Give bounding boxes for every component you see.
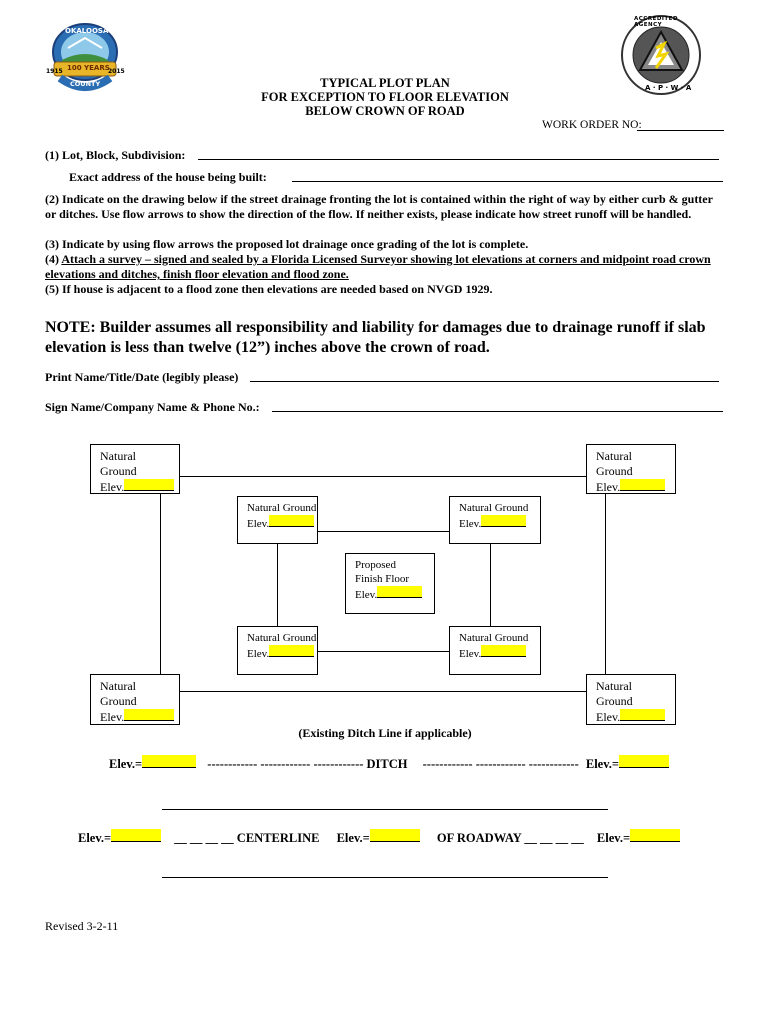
county-logo: OKALOOSA 100 YEARS 1915 2015 COUNTY (40, 18, 130, 98)
logo-year-right: 2015 (108, 68, 125, 75)
elev-field[interactable] (481, 515, 527, 527)
finish-floor-label-1: Proposed (355, 559, 396, 571)
instruction-5: (5) If house is adjacent to a flood zone… (45, 282, 493, 296)
lot-right-boundary (605, 494, 606, 674)
lot-block-field[interactable] (198, 159, 719, 160)
elev-label: Elev. (459, 518, 482, 530)
apwa-logo: ACCREDITED AGENCY A · P · W · A (620, 14, 702, 96)
elev-label: Elev. (355, 589, 378, 601)
logo-top-text: OKALOOSA (65, 27, 109, 35)
apwa-top-text: ACCREDITED AGENCY (634, 16, 679, 28)
ditch-dashes-left: ------------ ------------ ------------ D… (207, 757, 408, 771)
apwa-bottom-text: A · P · W · A (645, 84, 692, 92)
elev-label: Elev. (247, 648, 270, 660)
ditch-elev-right-label: Elev.= (585, 757, 620, 771)
elev-field[interactable] (124, 479, 175, 491)
ditch-elev-right-field[interactable] (619, 755, 670, 768)
address-field[interactable] (292, 181, 723, 182)
elev-label: Elev. (596, 710, 621, 724)
corner-label-2: Ground (596, 694, 633, 708)
roadway-text: OF ROADWAY __ __ __ __ (436, 831, 584, 845)
corner-box-top-right: Natural Ground Elev. (586, 444, 676, 494)
centerline-elev-2-label: Elev.= (336, 831, 370, 845)
elev-field[interactable] (620, 479, 666, 491)
work-order-label: WORK ORDER NO: (542, 119, 642, 131)
instruction-2: (2) Indicate on the drawing below if the… (45, 192, 713, 221)
ditch-dashes-right: ------------ ------------ ------------ (422, 757, 579, 771)
centerline-row: Elev.= __ __ __ __ CENTERLINE Elev.= OF … (78, 829, 698, 846)
finish-floor-label-2: Finish Floor (355, 573, 410, 585)
lot-bottom-boundary (180, 691, 586, 692)
elev-label: Elev. (596, 480, 621, 494)
corner-label-1: Natural (596, 449, 632, 463)
corner-box-bottom-right: Natural Ground Elev. (586, 674, 676, 725)
elev-label: Elev. (100, 710, 125, 724)
revised-date: Revised 3-2-11 (45, 919, 119, 933)
house-corner-box-top-left: Natural Ground Elev. (237, 496, 318, 544)
lot-block-label: (1) Lot, Block, Subdivision: (45, 148, 186, 162)
instruction-3: (3) Indicate by using flow arrows the pr… (45, 237, 529, 251)
centerline-elev-2-field[interactable] (369, 829, 420, 842)
elev-field[interactable] (124, 709, 175, 721)
corner-label-1: Natural (100, 679, 136, 693)
ditch-row: Elev.= ------------ ------------ -------… (109, 755, 670, 772)
elev-field[interactable] (620, 709, 666, 721)
house-right-wall (490, 544, 491, 630)
instruction-4-text: Attach a survey – signed and sealed by a… (45, 252, 711, 281)
elev-field[interactable] (269, 515, 315, 527)
house-corner-box-bottom-right: Natural Ground Elev. (449, 626, 541, 675)
inner-label: Natural Ground (247, 632, 317, 644)
ditch-caption: (Existing Ditch Line if applicable) (298, 726, 472, 740)
instruction-4: (4) Attach a survey – signed and sealed … (45, 252, 725, 282)
ditch-elev-left-label: Elev.= (109, 757, 143, 771)
instruction-4-prefix: (4) (45, 252, 62, 266)
inner-label: Natural Ground (247, 502, 317, 514)
elev-label: Elev. (247, 518, 270, 530)
corner-box-bottom-left: Natural Ground Elev. (90, 674, 180, 725)
corner-label-1: Natural (100, 449, 136, 463)
elev-field[interactable] (481, 645, 527, 657)
centerline-elev-1-field[interactable] (111, 829, 162, 842)
ditch-elev-left-field[interactable] (142, 755, 197, 768)
inner-label: Natural Ground (459, 632, 529, 644)
elev-field[interactable] (269, 645, 315, 657)
centerline-elev-3-label: Elev.= (596, 831, 631, 845)
centerline-text: __ __ __ __ CENTERLINE (174, 831, 320, 845)
corner-label-2: Ground (100, 694, 137, 708)
house-corner-box-top-right: Natural Ground Elev. (449, 496, 541, 544)
centerline-elev-3-field[interactable] (630, 829, 681, 842)
house-left-wall (277, 544, 278, 630)
title-line-2: FOR EXCEPTION TO FLOOR ELEVATION (261, 90, 509, 104)
lot-left-boundary (160, 494, 161, 674)
print-name-label: Print Name/Title/Date (legibly please) (45, 370, 239, 384)
print-name-field[interactable] (250, 381, 719, 382)
address-label: Exact address of the house being built: (69, 170, 267, 184)
title-line-3: BELOW CROWN OF ROAD (305, 104, 465, 118)
house-bottom-wall (318, 651, 449, 652)
logo-bottom-text: COUNTY (70, 80, 101, 88)
inner-label: Natural Ground (459, 502, 529, 514)
house-top-wall (318, 531, 449, 532)
work-order-field[interactable] (637, 130, 724, 131)
finish-floor-box: Proposed Finish Floor Elev. (345, 553, 435, 614)
elev-label: Elev. (100, 480, 125, 494)
liability-note: NOTE: Builder assumes all responsibility… (45, 319, 706, 356)
logo-mid-text: 100 YEARS (67, 64, 110, 72)
corner-label-2: Ground (100, 464, 137, 478)
corner-label-1: Natural (596, 679, 632, 693)
centerline-elev-1-label: Elev.= (78, 831, 112, 845)
logo-year-left: 1915 (46, 68, 63, 75)
corner-box-top-left: Natural Ground Elev. (90, 444, 180, 494)
ditch-line (162, 809, 608, 810)
roadway-edge-line (162, 877, 608, 878)
sign-name-field[interactable] (272, 411, 723, 412)
corner-label-2: Ground (596, 464, 633, 478)
title-line-1: TYPICAL PLOT PLAN (320, 76, 450, 90)
finish-floor-elev-field[interactable] (377, 586, 423, 598)
house-corner-box-bottom-left: Natural Ground Elev. (237, 626, 318, 675)
lot-top-boundary (180, 476, 586, 477)
sign-name-label: Sign Name/Company Name & Phone No.: (45, 400, 260, 414)
elev-label: Elev. (459, 648, 482, 660)
